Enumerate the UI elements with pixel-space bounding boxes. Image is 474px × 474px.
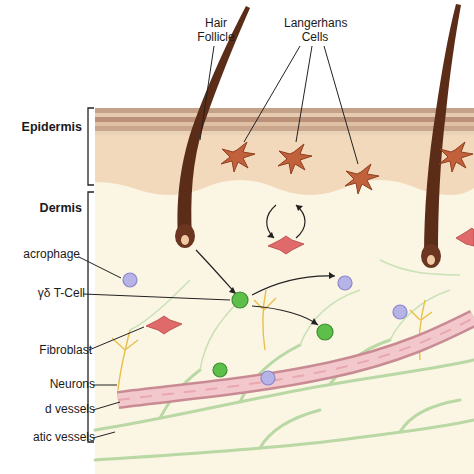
layer-label: Epidermis [22, 120, 82, 134]
cell-label: acrophage [23, 247, 80, 261]
cell-label: γδ T-Cell [38, 286, 85, 300]
structure-label: atic vessels [33, 430, 95, 444]
structure-label: d vessels [45, 402, 95, 416]
cell-label: Fibroblast [39, 343, 92, 357]
structure-label: Neurons [50, 377, 95, 391]
structure-label: Hair Follicle [190, 16, 242, 44]
structure-label: Langerhans Cells [284, 16, 346, 44]
layer-label: Dermis [40, 201, 82, 215]
